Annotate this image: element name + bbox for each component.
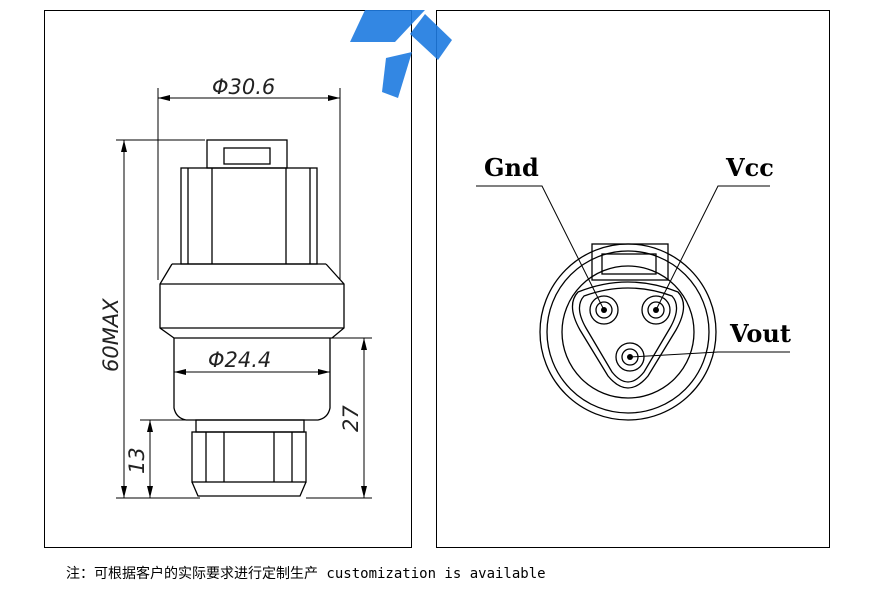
sensor-side-view xyxy=(159,139,345,497)
pin-label-gnd: Gnd xyxy=(484,153,539,182)
dimension-lines xyxy=(116,88,372,499)
leader-lines xyxy=(476,185,790,358)
connector-view-panel xyxy=(436,10,830,548)
watermark-logo xyxy=(350,10,452,98)
dim-top-diameter: Φ30.6 xyxy=(212,75,275,99)
dim-body-height: 27 xyxy=(339,405,363,432)
dim-thread-height: 13 xyxy=(125,447,149,474)
pin-label-vcc: Vcc xyxy=(725,153,774,182)
dim-lower-diameter: Φ24.4 xyxy=(208,348,271,372)
side-view-panel xyxy=(44,10,412,548)
pin-label-vout: Vout xyxy=(729,319,791,348)
connector-end-view xyxy=(539,243,717,421)
dim-total-height: 60MAX xyxy=(99,298,123,372)
customization-note: 注：可根据客户的实际要求进行定制生产 customization is avai… xyxy=(66,566,546,582)
